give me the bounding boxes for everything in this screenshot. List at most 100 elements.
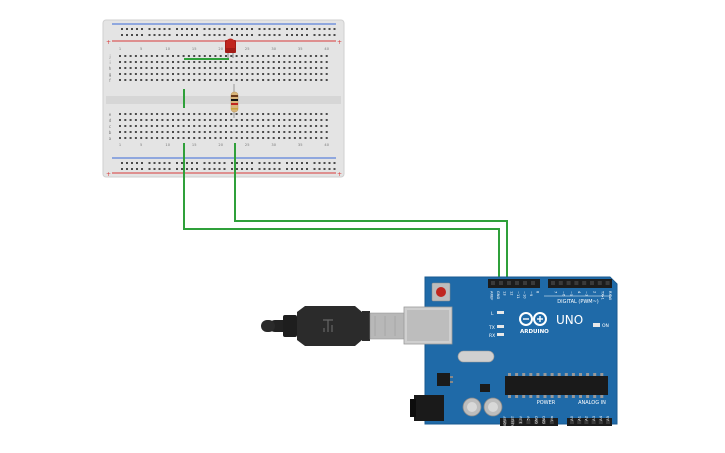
header-pin-hole[interactable] bbox=[605, 281, 610, 285]
breadboard-hole[interactable] bbox=[119, 113, 121, 115]
rail-hole[interactable] bbox=[203, 168, 206, 170]
rail-hole[interactable] bbox=[131, 28, 133, 30]
rail-hole[interactable] bbox=[313, 28, 316, 30]
breadboard-hole[interactable] bbox=[225, 79, 227, 81]
breadboard-hole[interactable] bbox=[214, 79, 217, 81]
breadboard-hole[interactable] bbox=[177, 119, 180, 121]
breadboard-hole[interactable] bbox=[225, 67, 227, 69]
header-pin-hole[interactable] bbox=[531, 281, 535, 285]
breadboard-hole[interactable] bbox=[198, 131, 201, 133]
rail-hole[interactable] bbox=[148, 34, 151, 36]
breadboard-hole[interactable] bbox=[315, 79, 318, 81]
breadboard-hole[interactable] bbox=[166, 79, 169, 81]
breadboard-hole[interactable] bbox=[225, 131, 227, 133]
breadboard-hole[interactable] bbox=[203, 125, 206, 127]
breadboard-hole[interactable] bbox=[214, 119, 217, 121]
breadboard-hole[interactable] bbox=[150, 61, 153, 63]
breadboard-hole[interactable] bbox=[293, 119, 296, 121]
breadboard-hole[interactable] bbox=[177, 125, 180, 127]
rail-hole[interactable] bbox=[328, 28, 331, 30]
rail-hole[interactable] bbox=[323, 28, 326, 30]
rail-hole[interactable] bbox=[313, 168, 316, 170]
rail-hole[interactable] bbox=[263, 34, 266, 36]
breadboard-hole[interactable] bbox=[134, 67, 137, 69]
breadboard-hole[interactable] bbox=[145, 61, 148, 63]
breadboard-hole[interactable] bbox=[246, 79, 249, 81]
breadboard-hole[interactable] bbox=[240, 113, 243, 115]
breadboard-hole[interactable] bbox=[166, 67, 169, 69]
rail-hole[interactable] bbox=[273, 34, 276, 36]
breadboard-hole[interactable] bbox=[129, 125, 132, 127]
breadboard-hole[interactable] bbox=[278, 61, 280, 63]
rail-hole[interactable] bbox=[313, 34, 316, 36]
header-pin-hole[interactable] bbox=[577, 420, 582, 424]
rail-hole[interactable] bbox=[208, 162, 211, 164]
breadboard-hole[interactable] bbox=[172, 73, 174, 75]
header-pin-hole[interactable] bbox=[518, 420, 523, 424]
header-pin-hole[interactable] bbox=[570, 420, 574, 424]
breadboard-hole[interactable] bbox=[203, 131, 206, 133]
breadboard-hole[interactable] bbox=[140, 125, 143, 127]
breadboard-hole[interactable] bbox=[240, 55, 243, 57]
breadboard-hole[interactable] bbox=[129, 67, 132, 69]
breadboard-hole[interactable] bbox=[203, 73, 206, 75]
breadboard-hole[interactable] bbox=[129, 137, 132, 139]
breadboard-hole[interactable] bbox=[177, 73, 180, 75]
breadboard-hole[interactable] bbox=[230, 55, 233, 57]
rail-hole[interactable] bbox=[241, 34, 243, 36]
header-pin-hole[interactable] bbox=[534, 420, 539, 424]
rail-hole[interactable] bbox=[236, 162, 238, 164]
breadboard-hole[interactable] bbox=[304, 73, 307, 75]
breadboard-hole[interactable] bbox=[320, 67, 323, 69]
breadboard-hole[interactable] bbox=[283, 119, 286, 121]
breadboard-hole[interactable] bbox=[193, 125, 196, 127]
breadboard-hole[interactable] bbox=[256, 55, 259, 57]
breadboard-hole[interactable] bbox=[262, 79, 265, 81]
rail-hole[interactable] bbox=[213, 34, 216, 36]
breadboard-hole[interactable] bbox=[272, 55, 275, 57]
breadboard-hole[interactable] bbox=[267, 67, 270, 69]
breadboard-hole[interactable] bbox=[198, 113, 201, 115]
breadboard-hole[interactable] bbox=[209, 55, 212, 57]
rail-hole[interactable] bbox=[301, 28, 303, 30]
rail-hole[interactable] bbox=[163, 28, 166, 30]
rail-hole[interactable] bbox=[126, 28, 128, 30]
rail-hole[interactable] bbox=[218, 34, 221, 36]
rail-hole[interactable] bbox=[158, 162, 161, 164]
breadboard-hole[interactable] bbox=[198, 67, 201, 69]
breadboard-hole[interactable] bbox=[251, 137, 254, 139]
breadboard-hole[interactable] bbox=[124, 61, 127, 63]
breadboard-hole[interactable] bbox=[134, 61, 137, 63]
breadboard-hole[interactable] bbox=[182, 61, 185, 63]
breadboard-hole[interactable] bbox=[251, 125, 254, 127]
rail-hole[interactable] bbox=[328, 162, 331, 164]
breadboard-hole[interactable] bbox=[198, 79, 201, 81]
breadboard-hole[interactable] bbox=[293, 113, 296, 115]
breadboard-hole[interactable] bbox=[320, 55, 323, 57]
breadboard-hole[interactable] bbox=[156, 113, 159, 115]
breadboard-hole[interactable] bbox=[288, 119, 291, 121]
breadboard-hole[interactable] bbox=[240, 61, 243, 63]
breadboard-hole[interactable] bbox=[119, 79, 121, 81]
breadboard-hole[interactable] bbox=[161, 125, 164, 127]
breadboard-hole[interactable] bbox=[272, 79, 275, 81]
rail-hole[interactable] bbox=[286, 28, 288, 30]
rail-hole[interactable] bbox=[153, 162, 156, 164]
rail-hole[interactable] bbox=[263, 28, 266, 30]
rail-hole[interactable] bbox=[196, 168, 198, 170]
rail-hole[interactable] bbox=[148, 168, 151, 170]
header-pin-hole[interactable] bbox=[503, 420, 507, 424]
breadboard-hole[interactable] bbox=[150, 137, 153, 139]
breadboard-hole[interactable] bbox=[240, 73, 243, 75]
breadboard-hole[interactable] bbox=[325, 55, 328, 57]
breadboard-hole[interactable] bbox=[129, 73, 132, 75]
breadboard-hole[interactable] bbox=[161, 55, 164, 57]
breadboard-hole[interactable] bbox=[119, 119, 121, 121]
breadboard-hole[interactable] bbox=[166, 73, 169, 75]
breadboard-hole[interactable] bbox=[150, 55, 153, 57]
breadboard-hole[interactable] bbox=[140, 61, 143, 63]
breadboard-hole[interactable] bbox=[124, 67, 127, 69]
rail-hole[interactable] bbox=[278, 168, 281, 170]
rail-hole[interactable] bbox=[286, 162, 288, 164]
